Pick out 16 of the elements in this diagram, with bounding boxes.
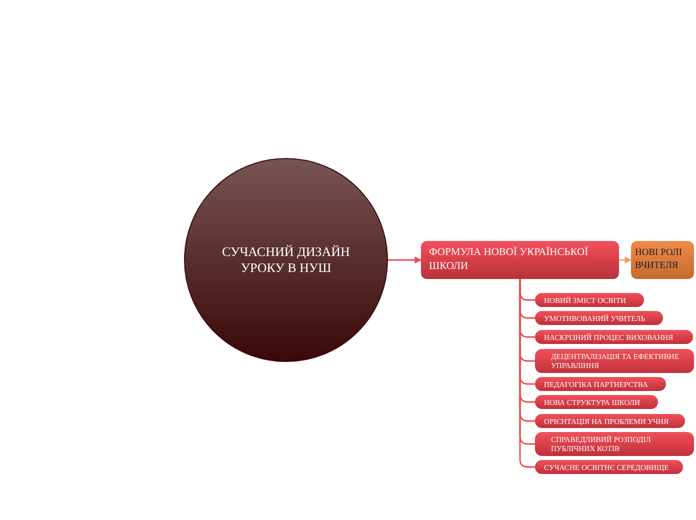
subtopic-pill <box>535 395 658 409</box>
subtopic-pill <box>535 377 666 391</box>
topic-label: ФОРМУЛА НОВОЇ УКРАЇНСЬКОЇ ШКОЛИ <box>429 246 590 274</box>
subtopic-box <box>631 241 694 279</box>
topic-label: СУЧАСНИЙ ДИЗАЙН УРОКУ В НУШ <box>221 244 351 276</box>
subtopic-pill <box>535 414 685 428</box>
topic-box <box>421 241 619 279</box>
subtopic-pill <box>535 349 694 373</box>
arrow <box>619 256 632 264</box>
subtopic-pill <box>535 432 694 456</box>
subtopic-pill <box>535 460 683 474</box>
subtopic-pill <box>535 330 693 344</box>
arrow <box>388 256 422 264</box>
subtopic-pill <box>535 311 663 325</box>
subtopic-pill <box>535 293 644 307</box>
topic-label: НОВІ РОЛІ ВЧИТЕЛЯ <box>635 247 683 273</box>
